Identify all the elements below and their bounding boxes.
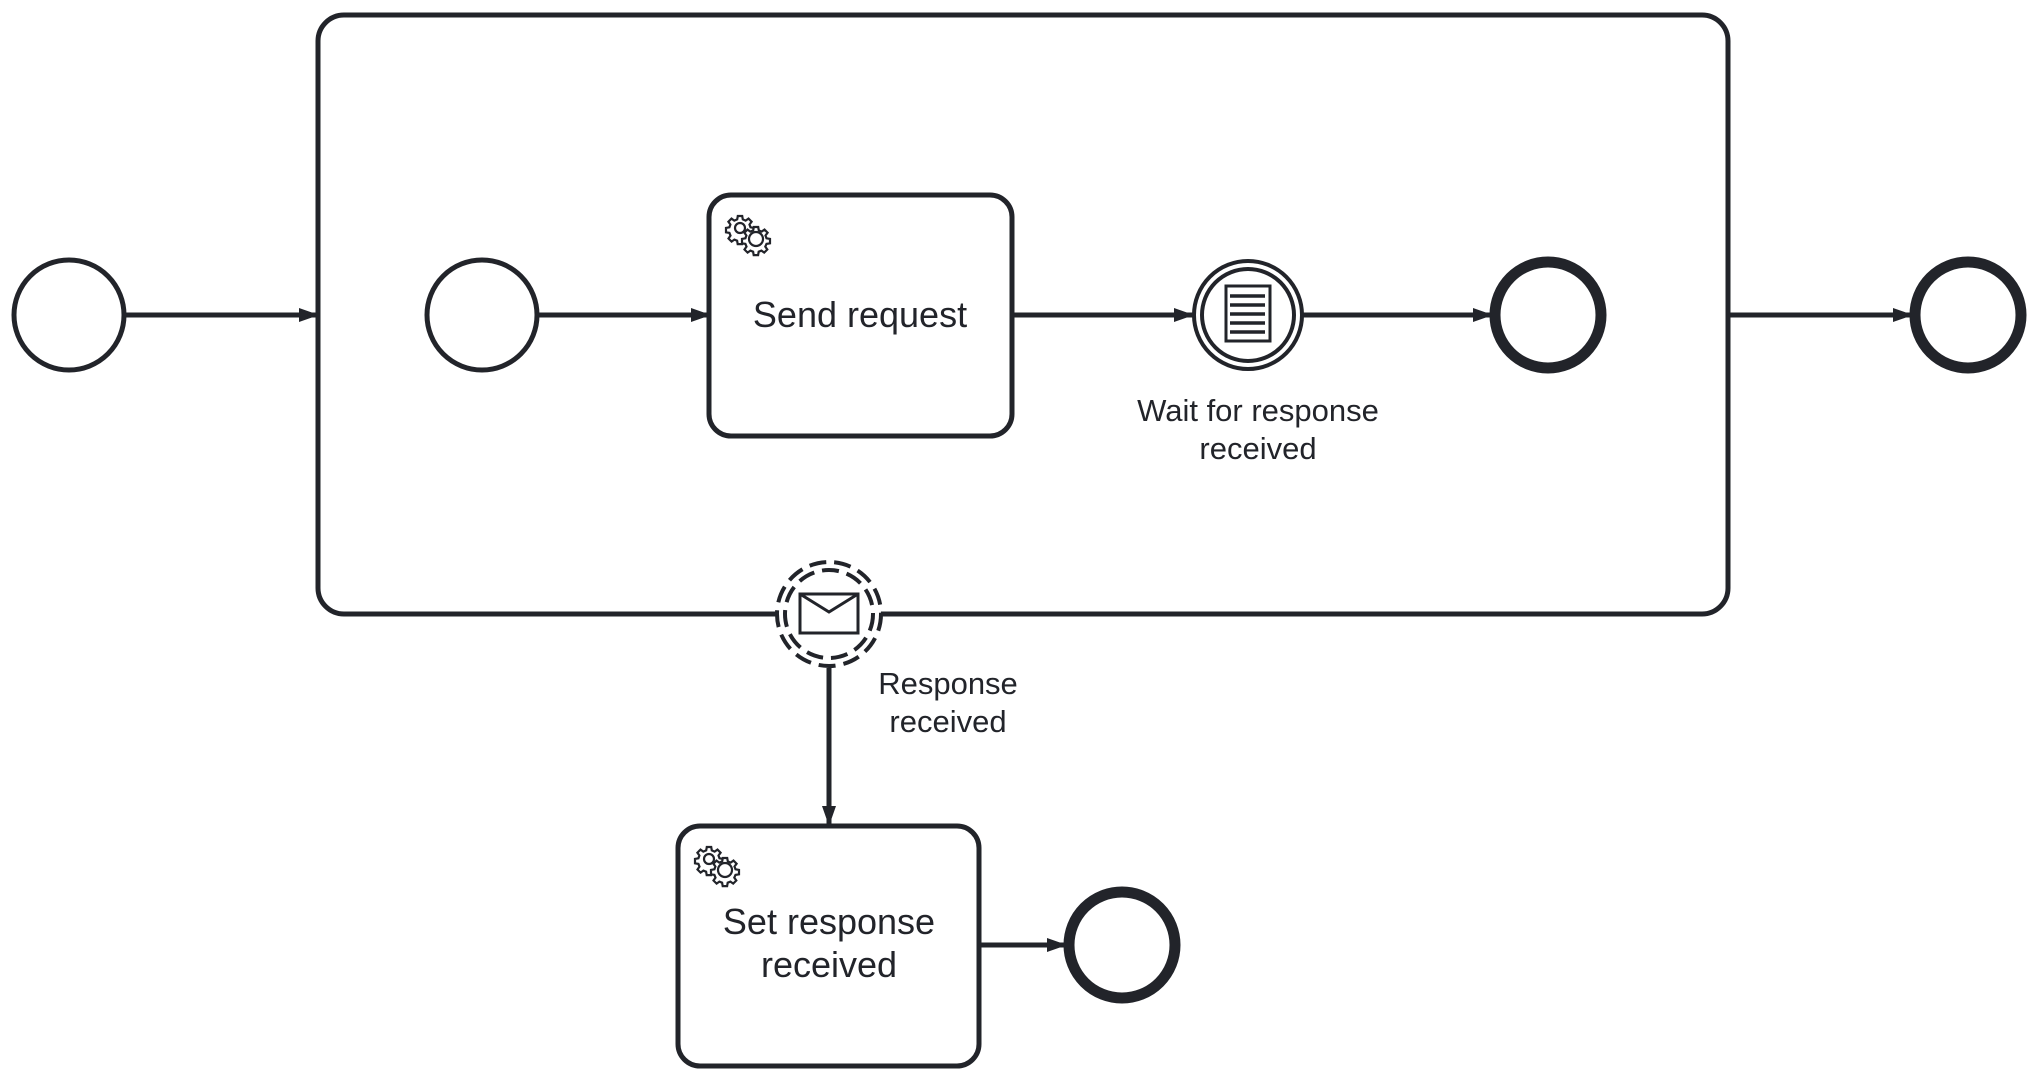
wait-for-response-label-line-1: Wait for response [1137, 393, 1379, 428]
subprocess[interactable] [315, 12, 1731, 617]
set-response-label-line-2: received [761, 944, 897, 985]
end-event[interactable] [1909, 256, 2027, 374]
response-received-label-line-2: received [889, 704, 1006, 739]
response-received-label-line-1: Response [878, 666, 1018, 701]
document-icon [1224, 284, 1272, 343]
response-received-boundary-event[interactable]: Response received [775, 560, 1018, 739]
set-response-received-task[interactable]: Set response received [675, 823, 982, 1069]
send-request-label: Send request [753, 294, 967, 335]
inner-start-event[interactable] [424, 257, 540, 373]
envelope-icon [798, 592, 860, 635]
wait-for-response-label-line-2: received [1199, 431, 1316, 466]
start-event[interactable] [11, 257, 127, 373]
wait-for-response-event[interactable]: Wait for response received [1137, 259, 1379, 466]
sequence-flows [124, 308, 1913, 952]
set-response-label-line-1: Set response [723, 901, 935, 942]
gears-icon [693, 845, 741, 888]
inner-end-event[interactable] [1489, 256, 1607, 374]
send-request-task[interactable]: Send request [706, 192, 1015, 439]
boundary-end-event[interactable] [1063, 886, 1181, 1004]
gears-icon [724, 214, 772, 257]
